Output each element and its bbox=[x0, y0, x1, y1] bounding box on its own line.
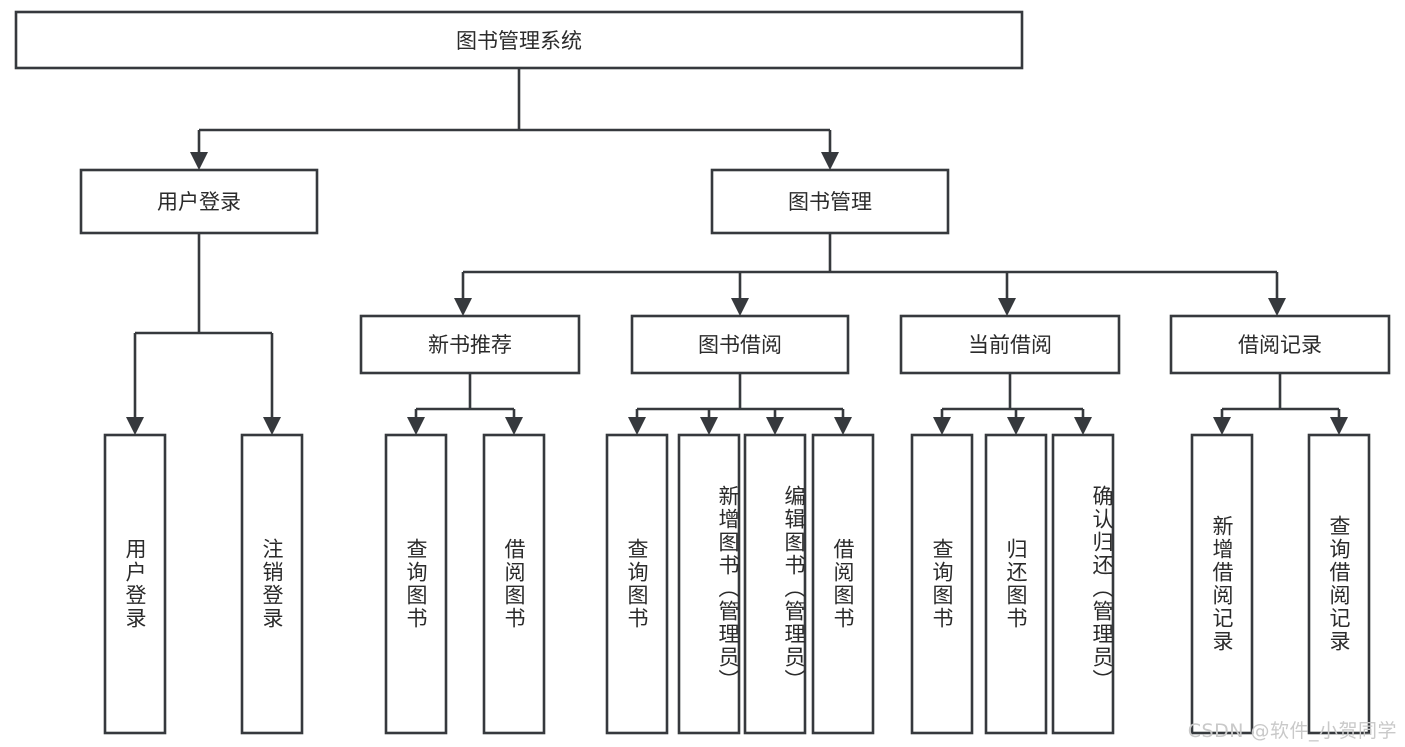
node-leaf-add-book-box[interactable] bbox=[677, 433, 741, 735]
arrow-head-leaf-add-book bbox=[700, 417, 718, 435]
arrow-head-leaf-query-record bbox=[1330, 417, 1348, 435]
arrow-head-leaf-query-book-2 bbox=[628, 417, 646, 435]
node-leaf-borrow-book-1-box[interactable] bbox=[482, 433, 546, 735]
arrow-head-book-manage bbox=[821, 152, 839, 170]
leaf-box-layer bbox=[103, 433, 1371, 735]
node-leaf-edit-book-box[interactable] bbox=[743, 433, 807, 735]
node-leaf-borrow-book-2-box[interactable] bbox=[811, 433, 875, 735]
arrow-head-new-book-rec bbox=[454, 298, 472, 316]
arrow-head-leaf-add-record bbox=[1213, 417, 1231, 435]
node-borrow-record-box[interactable] bbox=[1169, 314, 1391, 375]
arrow-head-leaf-borrow-book-1 bbox=[505, 417, 523, 435]
node-leaf-confirm-return-box[interactable] bbox=[1051, 433, 1115, 735]
arrow-head-leaf-edit-book bbox=[766, 417, 784, 435]
arrow-head-current-borrow bbox=[998, 298, 1016, 316]
node-leaf-user-login-box[interactable] bbox=[103, 433, 167, 735]
node-leaf-query-record-box[interactable] bbox=[1307, 433, 1371, 735]
node-new-book-rec[interactable]: 新书推荐 bbox=[359, 314, 581, 375]
node-current-borrow[interactable]: 当前借阅 bbox=[899, 314, 1121, 375]
node-leaf-user-logout-box[interactable] bbox=[240, 433, 304, 735]
arrow-head-leaf-return-book bbox=[1007, 417, 1025, 435]
connector-layer bbox=[126, 68, 1348, 435]
arrow-head-borrow-record bbox=[1268, 298, 1286, 316]
arrow-head-leaf-user-login bbox=[126, 417, 144, 435]
arrow-head-leaf-borrow-book-2 bbox=[834, 417, 852, 435]
arrow-head-book-borrow bbox=[731, 298, 749, 316]
node-user-login-box[interactable] bbox=[79, 168, 319, 235]
node-borrow-record[interactable]: 借阅记录 bbox=[1169, 314, 1391, 375]
node-user-login-label: 用户登录 bbox=[157, 190, 241, 214]
node-leaf-add-record-box[interactable] bbox=[1190, 433, 1254, 735]
node-current-borrow-label: 当前借阅 bbox=[968, 333, 1052, 357]
arrow-head-leaf-query-book-1 bbox=[407, 417, 425, 435]
node-user-login[interactable]: 用户登录 bbox=[79, 168, 319, 235]
node-borrow-record-label: 借阅记录 bbox=[1238, 333, 1322, 357]
node-new-book-rec-box[interactable] bbox=[359, 314, 581, 375]
node-book-borrow-label: 图书借阅 bbox=[698, 333, 782, 357]
node-root-label: 图书管理系统 bbox=[456, 29, 582, 53]
node-leaf-return-book-box[interactable] bbox=[984, 433, 1048, 735]
arrow-head-leaf-confirm-return bbox=[1074, 417, 1092, 435]
arrow-head-leaf-user-logout bbox=[263, 417, 281, 435]
node-book-manage-label: 图书管理 bbox=[788, 190, 872, 214]
arrow-head-user-login bbox=[190, 152, 208, 170]
node-book-borrow-box[interactable] bbox=[630, 314, 850, 375]
node-leaf-query-book-1-box[interactable] bbox=[384, 433, 448, 735]
node-leaf-query-book-2-box[interactable] bbox=[605, 433, 669, 735]
node-new-book-rec-label: 新书推荐 bbox=[428, 333, 512, 357]
node-book-manage[interactable]: 图书管理 bbox=[710, 168, 950, 235]
node-root[interactable]: 图书管理系统 bbox=[14, 10, 1024, 70]
node-book-manage-box[interactable] bbox=[710, 168, 950, 235]
node-root-box[interactable] bbox=[14, 10, 1024, 70]
node-book-borrow[interactable]: 图书借阅 bbox=[630, 314, 850, 375]
node-leaf-query-book-3-box[interactable] bbox=[910, 433, 974, 735]
arrow-head-leaf-query-book-3 bbox=[933, 417, 951, 435]
csdn-watermark: CSDN @软件_小贺同学 bbox=[1187, 720, 1397, 742]
node-current-borrow-box[interactable] bbox=[899, 314, 1121, 375]
